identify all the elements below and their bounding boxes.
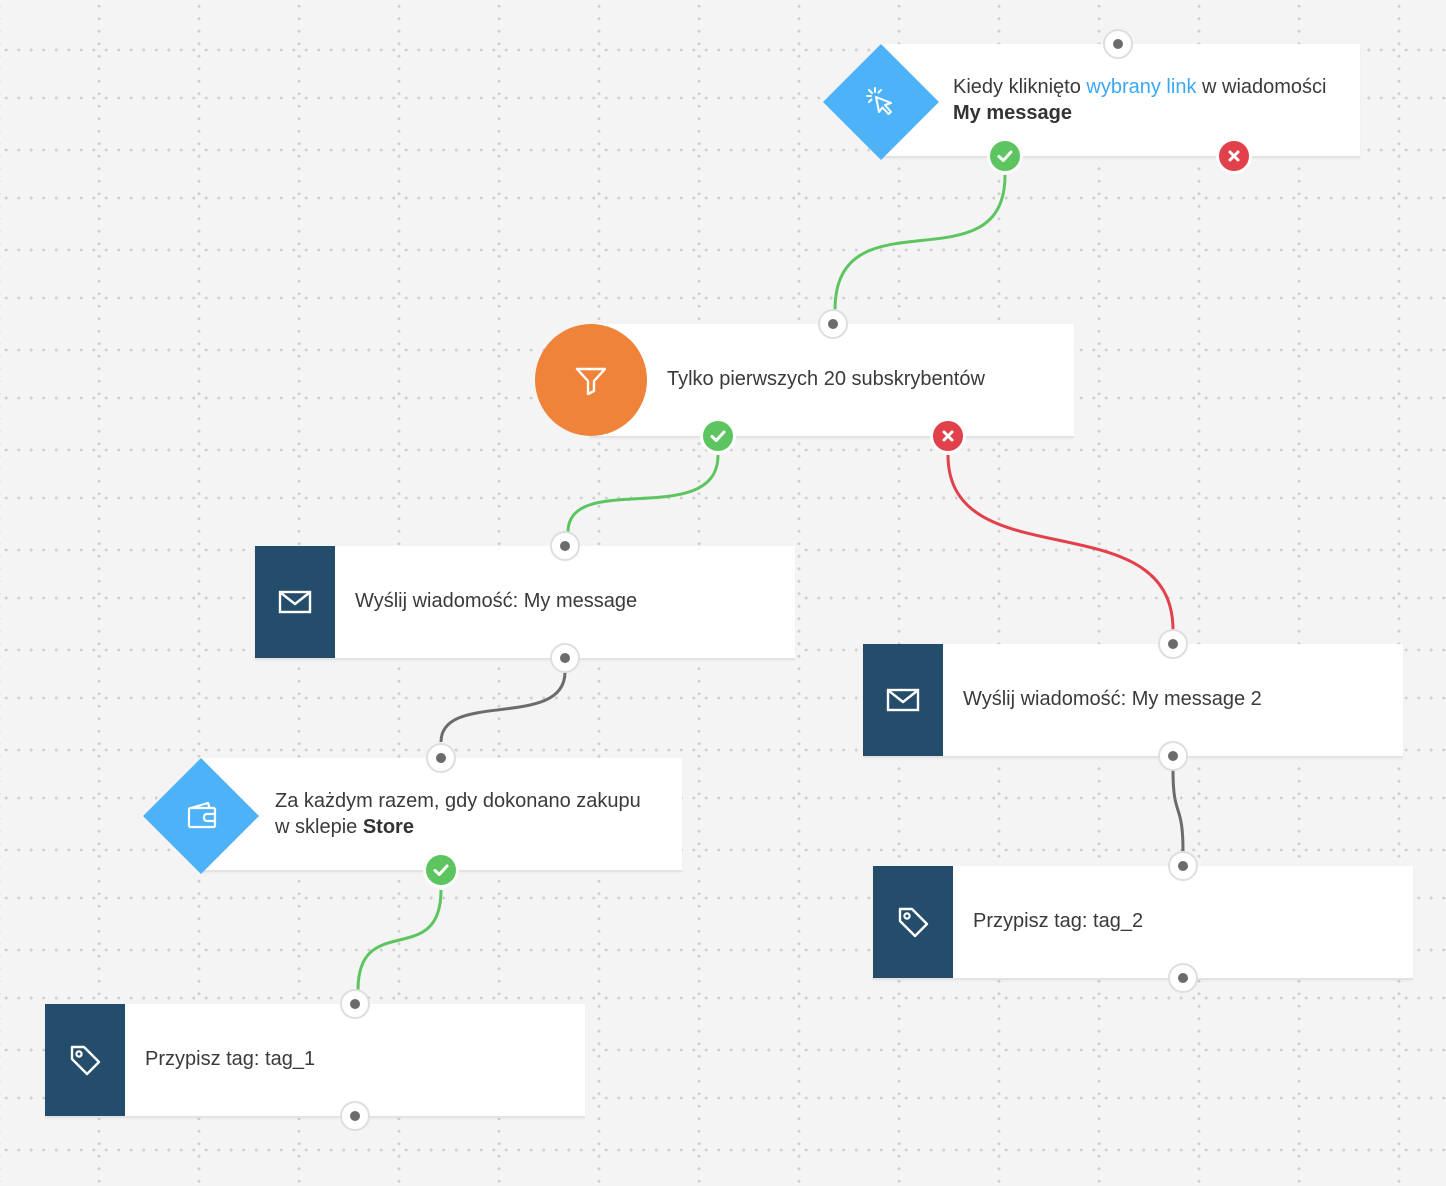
wallet-icon xyxy=(143,758,259,874)
tag-icon xyxy=(70,1045,101,1076)
node-purchase-text: Za każdym razem, gdy dokonano zakupu w s… xyxy=(275,790,641,838)
node-filter[interactable]: Tylko pierwszych 20 subskrybentów xyxy=(590,324,1074,438)
check-icon xyxy=(710,430,726,442)
connector-filter-yes-to-send-1 xyxy=(566,454,720,533)
funnel-icon xyxy=(575,367,607,396)
action-icon-box xyxy=(863,644,943,756)
output-port[interactable] xyxy=(1158,741,1188,771)
node-send-message-2[interactable]: Wyślij wiadomość: My message 2 xyxy=(863,644,1403,758)
input-port[interactable] xyxy=(1168,851,1198,881)
check-icon xyxy=(433,864,449,876)
node-send-1-label: Wyślij wiadomość: My message xyxy=(355,590,638,612)
node-send-2-label: Wyślij wiadomość: My message 2 xyxy=(963,688,1262,710)
input-port[interactable] xyxy=(1158,629,1188,659)
yes-outlet[interactable] xyxy=(423,852,459,888)
node-click-link-text: Kiedy kliknięto wybrany link w wiadomośc… xyxy=(953,76,1327,124)
connector-send-1-to-purchase xyxy=(439,671,567,743)
no-outlet[interactable] xyxy=(930,418,966,454)
action-icon-box xyxy=(255,546,335,658)
filter-circle xyxy=(535,324,647,436)
cursor-click-icon xyxy=(823,44,939,160)
node-click-link-condition[interactable]: Kiedy kliknięto wybrany link w wiadomośc… xyxy=(880,44,1360,158)
input-port[interactable] xyxy=(818,309,848,339)
connector-click-yes-to-filter xyxy=(833,174,1007,311)
connector-send-2-to-tag-2 xyxy=(1171,769,1185,853)
input-port[interactable] xyxy=(426,743,456,773)
node-tag-1-label: Przypisz tag: tag_1 xyxy=(145,1048,316,1070)
envelope-icon xyxy=(886,688,920,712)
connector-purchase-yes-to-tag-1 xyxy=(356,889,443,991)
action-icon-box xyxy=(873,866,953,978)
node-send-message-1[interactable]: Wyślij wiadomość: My message xyxy=(255,546,795,660)
output-port[interactable] xyxy=(550,643,580,673)
yes-outlet[interactable] xyxy=(987,138,1023,174)
input-port[interactable] xyxy=(340,989,370,1019)
cross-icon xyxy=(1228,150,1240,162)
node-filter-label: Tylko pierwszych 20 subskrybentów xyxy=(667,368,985,390)
connector-filter-no-to-send-2 xyxy=(946,454,1175,631)
tag-icon xyxy=(898,907,929,938)
envelope-icon xyxy=(278,590,312,614)
node-assign-tag-1[interactable]: Przypisz tag: tag_1 xyxy=(45,1004,585,1118)
input-port[interactable] xyxy=(550,531,580,561)
action-icon-box xyxy=(45,1004,125,1116)
no-outlet[interactable] xyxy=(1216,138,1252,174)
node-assign-tag-2[interactable]: Przypisz tag: tag_2 xyxy=(873,866,1413,980)
input-port[interactable] xyxy=(1103,29,1133,59)
output-port[interactable] xyxy=(340,1101,370,1131)
cross-icon xyxy=(942,430,954,442)
yes-outlet[interactable] xyxy=(700,418,736,454)
check-icon xyxy=(997,150,1013,162)
selected-link[interactable]: wybrany link xyxy=(1086,76,1197,98)
output-port[interactable] xyxy=(1168,963,1198,993)
node-tag-2-label: Przypisz tag: tag_2 xyxy=(973,910,1144,932)
